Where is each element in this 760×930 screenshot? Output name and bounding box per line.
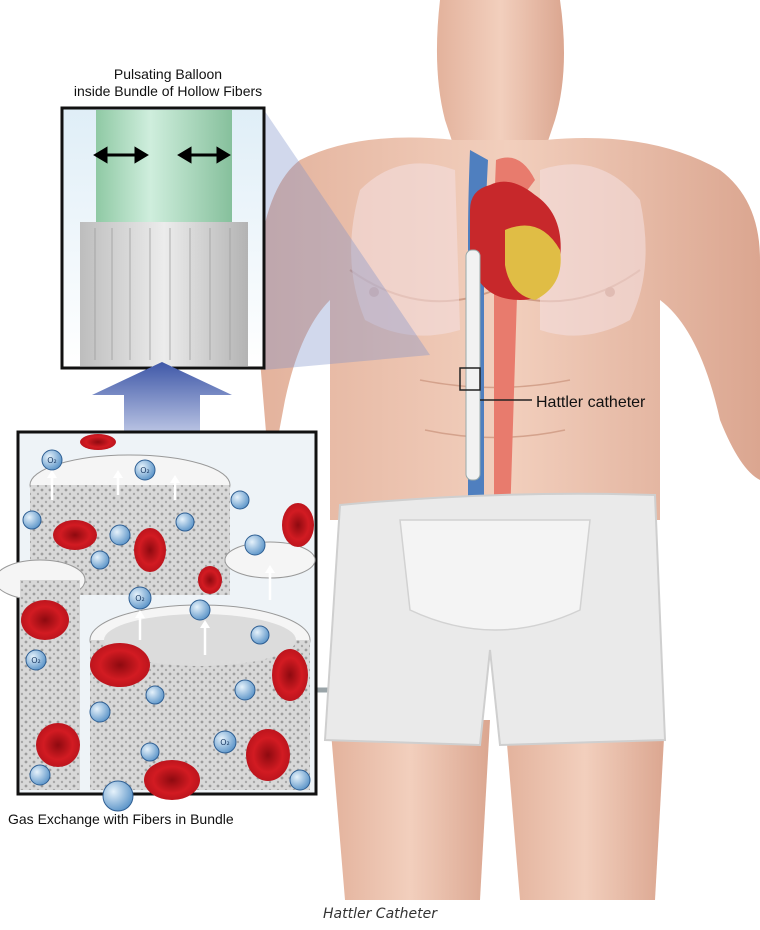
o2-label: O₂ xyxy=(31,656,41,665)
balloon-inset xyxy=(62,108,264,368)
oxygen-molecule-large xyxy=(103,781,133,811)
gas-exchange-label: Gas Exchange with Fibers in Bundle xyxy=(8,811,234,827)
balloon-callout-line2: inside Bundle of Hollow Fibers xyxy=(38,83,298,100)
balloon-callout-label: Pulsating Balloon inside Bundle of Hollo… xyxy=(38,66,298,100)
o2-label: O₂ xyxy=(140,466,150,475)
o2-label: O₂ xyxy=(47,456,57,465)
o2-label: O₂ xyxy=(135,594,145,603)
gas-exchange-inset: O₂ O₂ O₂ O₂ O₂ xyxy=(0,432,316,800)
o2-label: O₂ xyxy=(220,738,230,747)
zoom-arrow xyxy=(92,362,232,432)
balloon-callout-line1: Pulsating Balloon xyxy=(38,66,298,83)
figure-caption: Hattler Catheter xyxy=(0,906,760,922)
catheter-label: Hattler catheter xyxy=(536,394,645,412)
